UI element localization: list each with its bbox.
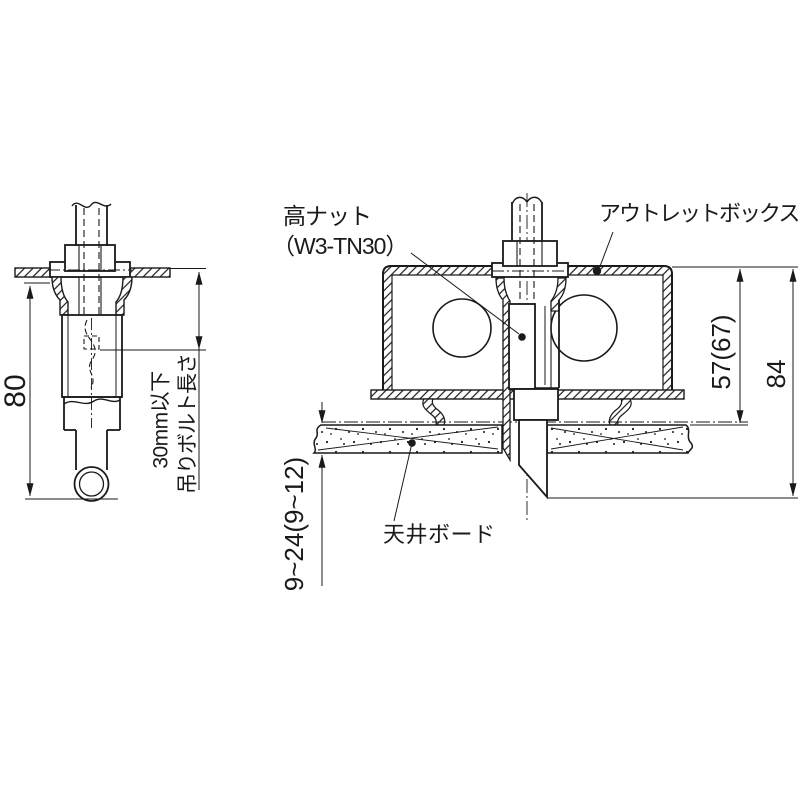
flange-wall-right — [115, 276, 133, 316]
outlet-box-leader — [592, 231, 614, 276]
dimension-57-67-text: 57(67) — [706, 314, 736, 390]
knockout-hole-left — [432, 298, 492, 358]
anchor-block — [513, 388, 559, 421]
dimension-57-67 — [690, 268, 748, 426]
inner-mechanism-curve — [84, 319, 96, 389]
bolt-note-line2-text: 30mm以下 — [149, 371, 173, 469]
right-view-installed-assembly — [312, 193, 798, 586]
high-nut-label: 高ナット — [283, 203, 372, 229]
high-nut-wall-left — [495, 277, 511, 463]
bolt-tip-hidden — [83, 335, 100, 350]
dimension-80-text: 80 — [0, 374, 32, 408]
high-nut-leader — [410, 252, 526, 341]
outlet-box-label: アウトレットボックス — [599, 201, 800, 226]
hex-nut — [64, 244, 116, 272]
dimension-board-thickness — [314, 402, 366, 586]
left-view-anchor-assembly — [14, 201, 206, 502]
dimension-board-thickness-text: 9~24(9~12) — [279, 456, 309, 592]
anchor-body — [61, 314, 123, 398]
bolt-note-line1-text: 吊りボルト長さ — [176, 354, 200, 494]
rod-break-squiggle-right — [511, 196, 543, 205]
flange-wall-left — [51, 276, 69, 316]
high-nut-body — [508, 303, 536, 390]
high-nut-model-label: （W3-TN30） — [272, 233, 408, 259]
dimension-80 — [24, 282, 50, 497]
mounting-tab-right — [608, 398, 632, 426]
cast-part-wavy-edge — [63, 398, 121, 405]
rod-break-squiggle — [71, 201, 112, 208]
ceiling-board-left — [312, 424, 503, 454]
dimension-84-text: 84 — [761, 359, 791, 389]
mounting-tab-left — [422, 398, 446, 426]
knockout-hole-right — [550, 294, 618, 362]
anchor-blade — [518, 419, 548, 500]
ceiling-board-leader — [393, 439, 416, 522]
ceiling-board-label: 天井ボード — [383, 522, 496, 547]
hex-nut-right — [502, 240, 558, 267]
